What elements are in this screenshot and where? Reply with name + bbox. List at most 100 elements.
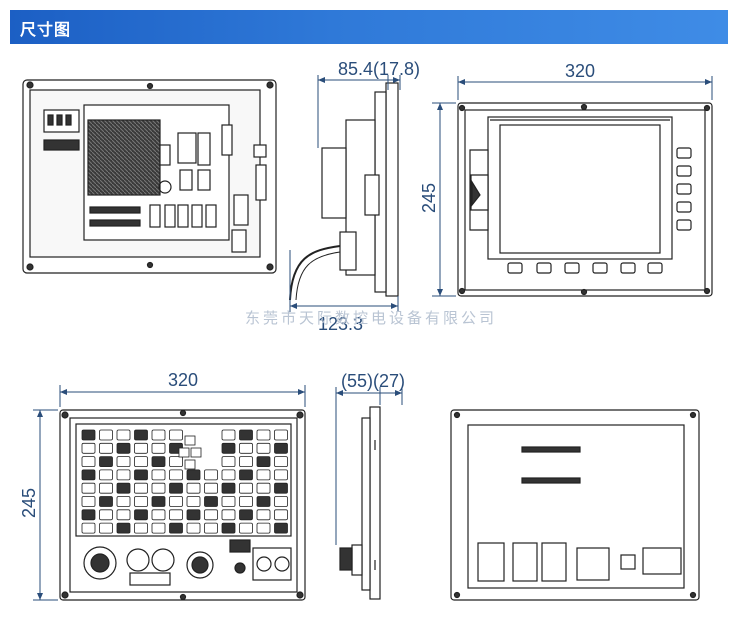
keypad-key: [134, 456, 148, 468]
side-depth-label: 85.4(17.8): [338, 59, 420, 79]
keypad-key: [151, 429, 166, 441]
keypad-key: [116, 429, 131, 441]
keypad-key: [256, 509, 271, 521]
keypad-key: [204, 482, 218, 494]
keypad-key: [134, 509, 148, 521]
keypad-key: [134, 496, 148, 507]
operator-panel-side-view: [339, 406, 381, 600]
softkey-row-bottom: [507, 262, 663, 274]
keypad-key: [134, 429, 148, 441]
keypad-key: [81, 429, 96, 441]
panel-dimension-lines: [33, 385, 306, 601]
keypad-key: [204, 509, 218, 521]
keypad-key: [274, 456, 288, 468]
keypad-key: [99, 522, 113, 534]
keypad-key: [221, 482, 236, 494]
keypad-key: [151, 522, 166, 534]
softkey-column-right: [676, 147, 692, 231]
keypad-key: [239, 456, 253, 468]
keypad-key: [221, 522, 236, 534]
keypad-key: [169, 469, 183, 481]
keypad-key: [99, 456, 113, 468]
keypad-key: [239, 509, 253, 521]
keypad-key: [256, 429, 271, 441]
keypad-key: [239, 442, 253, 454]
keypad-key: [256, 442, 271, 454]
keypad-key: [81, 509, 96, 521]
keypad-key: [221, 456, 236, 468]
section-header: 尺寸图: [10, 10, 728, 44]
keypad-key: [221, 429, 236, 441]
arrow-key: [190, 447, 202, 458]
keypad-key: [239, 429, 253, 441]
keypad-key: [116, 496, 131, 507]
display-front-view: [457, 102, 713, 297]
front-width-label: 320: [565, 61, 595, 81]
keypad-key: [99, 442, 113, 454]
keypad-key: [204, 522, 218, 534]
keypad-key: [186, 509, 201, 521]
keypad-key: [116, 522, 131, 534]
keypad-key: [134, 469, 148, 481]
keypad-key: [239, 496, 253, 507]
arrow-key: [184, 459, 196, 470]
keypad-key: [186, 469, 201, 481]
arrow-key: [184, 435, 196, 446]
panel-height-label: 245: [19, 488, 39, 518]
keypad-key: [186, 482, 201, 494]
keypad-key: [99, 429, 113, 441]
keypad-key: [204, 496, 218, 507]
keypad-key: [256, 522, 271, 534]
display-side-view: [289, 82, 399, 301]
panel-width-label: 320: [168, 370, 198, 390]
keypad-key: [169, 456, 183, 468]
keypad-key: [204, 469, 218, 481]
keypad-key: [151, 442, 166, 454]
keypad-key: [81, 469, 96, 481]
section-title: 尺寸图: [20, 20, 72, 39]
keypad-key: [221, 442, 236, 454]
keypad-key: [239, 522, 253, 534]
keypad-key: [186, 496, 201, 507]
keypad-key: [169, 429, 183, 441]
keypad-key: [151, 509, 166, 521]
keypad-key: [81, 442, 96, 454]
keypad-key: [116, 442, 131, 454]
keypad-key: [116, 456, 131, 468]
keypad-key: [169, 482, 183, 494]
keypad-key: [81, 456, 96, 468]
keypad-key: [134, 522, 148, 534]
keypad-key: [99, 482, 113, 494]
keypad-key: [274, 496, 288, 507]
keypad-key: [134, 482, 148, 494]
operator-panel-front-view: [59, 409, 306, 601]
keypad-key: [134, 442, 148, 454]
keypad-key: [116, 482, 131, 494]
keypad-key: [239, 482, 253, 494]
keypad-key: [81, 496, 96, 507]
front-view-dimension-lines: [432, 76, 713, 297]
keypad-key: [81, 522, 96, 534]
watermark: 东莞市天际数控电设备有限公司: [245, 309, 497, 327]
keypad-key: [256, 469, 271, 481]
keypad-key: [99, 469, 113, 481]
keypad-key: [274, 482, 288, 494]
keypad-key: [186, 522, 201, 534]
side-view-dimension-lines: [289, 75, 401, 312]
keypad-key: [99, 509, 113, 521]
front-height-label: 245: [419, 183, 439, 213]
keypad-key: [239, 469, 253, 481]
keypad-key: [169, 509, 183, 521]
keypad-key: [221, 496, 236, 507]
keypad-key: [169, 496, 183, 507]
keypad-key: [151, 482, 166, 494]
keypad-key: [221, 469, 236, 481]
keypad-grid: [81, 429, 288, 534]
keypad-key: [99, 496, 113, 507]
keypad-key: [274, 469, 288, 481]
display-rear-view: [22, 79, 277, 274]
side-bottom-depth-label: 123.3: [318, 314, 363, 334]
keypad-key: [256, 482, 271, 494]
keypad-key: [151, 496, 166, 507]
